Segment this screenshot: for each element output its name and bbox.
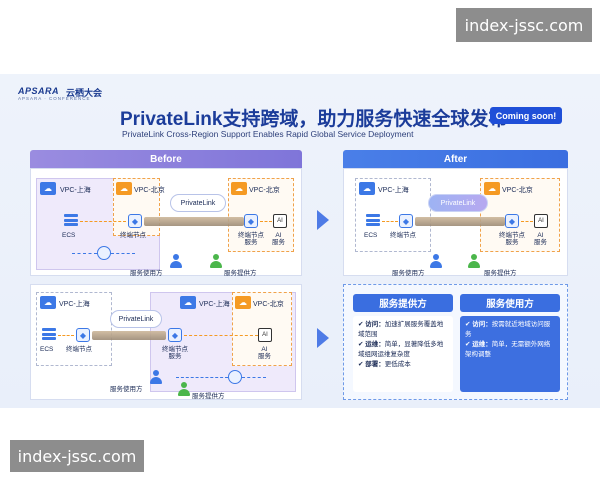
cloud-icon: ☁ [231, 182, 247, 195]
arrow-right-icon [317, 210, 329, 230]
endpoint-service-label: 终端节点 服务 [162, 346, 188, 361]
vpc-label: VPC-上海 [378, 187, 409, 194]
endpoint-service-label: 终端节点 服务 [238, 232, 264, 247]
ecs-label: ECS [62, 232, 76, 239]
connection-line [176, 377, 228, 378]
cloud-icon: ☁ [40, 182, 56, 195]
cloud-icon: ☁ [116, 182, 132, 195]
ai-service-label: AI 服务 [258, 346, 271, 361]
brand-logo: APSARA [18, 86, 60, 96]
vpc-label: VPC-北京 [502, 187, 533, 194]
endpoint-label: 终端节点 [66, 346, 92, 353]
connection-line [111, 253, 135, 254]
endpoint-service-label: 终端节点 服务 [499, 232, 525, 247]
user-icon [170, 254, 182, 268]
slide-title: PrivateLink支持跨域，助力服务快速全球发布 [120, 109, 508, 130]
ai-service-icon: AI [273, 214, 287, 228]
privatelink-tunnel [144, 217, 244, 226]
vpc-label: VPC-北京 [134, 187, 165, 194]
cloud-icon: ☁ [484, 182, 500, 195]
user-benefits-list: ✔ 访问：按需就近地域访问服务 ✔ 运维：简单，无需额外网络架构调整 [460, 316, 560, 392]
privatelink-cloud: PrivateLink [428, 194, 488, 212]
endpoint-service-icon: ◆ [505, 214, 519, 228]
cloud-icon: ☁ [180, 296, 196, 309]
vpc-label: VPC-北京 [249, 187, 280, 194]
slide: APSARA 云栖大会 APSARA · CONFERENCE PrivateL… [0, 74, 600, 408]
ai-service-label: AI 服务 [534, 232, 547, 247]
connection-line [58, 335, 74, 336]
privatelink-cloud: PrivateLink [170, 194, 226, 212]
vpc-label: VPC-北京 [253, 301, 284, 308]
provider-label: 服务提供方 [224, 270, 257, 277]
benefit-item: ✔ 运维：简单，无需额外网络架构调整 [465, 341, 551, 359]
connection-line [184, 335, 258, 336]
user-icon [150, 370, 162, 384]
benefit-item: ✔ 访问：按需就近地域访问服务 [465, 321, 551, 339]
arrow-right-icon [317, 328, 329, 348]
cloud-icon: ☁ [40, 296, 56, 309]
ecs-label: ECS [40, 346, 54, 353]
connection-line [382, 221, 398, 222]
brand-subtitle: APSARA · CONFERENCE [18, 96, 91, 101]
endpoint-icon: ◆ [399, 214, 413, 228]
benefit-item: ✔ 访问：加速扩展服务覆盖地域范围 [358, 321, 444, 339]
slide-subtitle: PrivateLink Cross-Region Support Enables… [122, 129, 414, 139]
provider-benefits-list: ✔ 访问：加速扩展服务覆盖地域范围 ✔ 运维：简单，显著降低多地域组网运维复杂度… [353, 316, 453, 392]
privatelink-cloud: PrivateLink [110, 310, 162, 328]
cloud-icon: ☁ [359, 182, 375, 195]
connection-line [521, 221, 533, 222]
after-header: After [343, 150, 568, 168]
privatelink-tunnel [92, 331, 166, 340]
connection-line [80, 221, 126, 222]
consumer-label: 服务使用方 [110, 386, 143, 393]
vpc-label: VPC-上海 [199, 301, 230, 308]
ecs-label: ECS [364, 232, 378, 239]
provider-icon [210, 254, 222, 268]
consumer-label: 服务使用方 [392, 270, 425, 277]
before-header: Before [30, 150, 302, 168]
ecs-server-icon [366, 214, 380, 228]
endpoint-label: 终端节点 [390, 232, 416, 239]
benefit-item: ✔ 部署：更低成本 [358, 361, 411, 369]
consumer-label: 服务使用方 [130, 270, 163, 277]
provider-benefits-header: 服务提供方 [353, 294, 453, 312]
brand-name: 云栖大会 [66, 88, 103, 98]
endpoint-service-icon: ◆ [244, 214, 258, 228]
endpoint-service-icon: ◆ [168, 328, 182, 342]
coming-soon-badge: Coming soon! [490, 107, 562, 124]
provider-icon [468, 254, 480, 268]
connection-line [72, 253, 97, 254]
watermark: index-jssc.com [456, 8, 592, 42]
connection-line [260, 221, 272, 222]
user-benefits-header: 服务使用方 [460, 294, 560, 312]
ai-service-icon: AI [258, 328, 272, 342]
provider-icon [178, 382, 190, 396]
cloud-icon: ☁ [235, 296, 251, 309]
globe-icon [228, 370, 242, 384]
ai-service-label: AI 服务 [272, 232, 285, 247]
watermark: index-jssc.com [10, 440, 144, 472]
vpc-label: VPC-上海 [59, 301, 90, 308]
benefit-item: ✔ 运维：简单，显著降低多地域组网运维复杂度 [358, 341, 444, 359]
connection-line [242, 377, 266, 378]
user-icon [430, 254, 442, 268]
provider-label: 服务提供方 [484, 270, 517, 277]
privatelink-tunnel [415, 217, 505, 226]
endpoint-icon: ◆ [76, 328, 90, 342]
ecs-server-icon [42, 328, 56, 342]
ecs-server-icon [64, 214, 78, 228]
endpoint-icon: ◆ [128, 214, 142, 228]
endpoint-label: 终端节点 [120, 232, 146, 239]
ai-service-icon: AI [534, 214, 548, 228]
provider-label: 服务提供方 [192, 393, 225, 400]
globe-icon [97, 246, 111, 260]
vpc-label: VPC-上海 [60, 187, 91, 194]
